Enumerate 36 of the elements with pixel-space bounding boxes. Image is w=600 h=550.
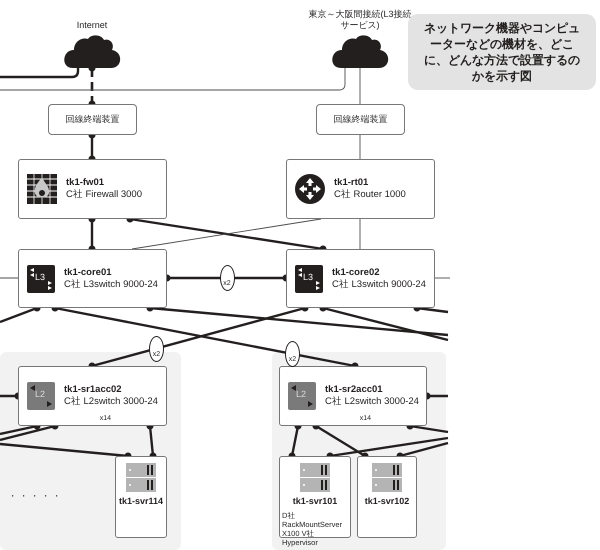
termination-device-box: 回線終端装置 [48, 104, 137, 135]
device-box [18, 366, 167, 426]
device-box [286, 249, 435, 308]
cable-line [132, 218, 322, 250]
server-name: tk1-svr102 [364, 496, 410, 507]
device-name: tk1-sr1acc02 [64, 384, 123, 396]
cable-line [0, 68, 346, 90]
cloud-label: Internet [76, 20, 108, 31]
device-model: C社 L3switch 9000-24 [64, 278, 158, 290]
device-model: C社 L2switch 3000-24 [64, 396, 158, 408]
device-box [18, 249, 167, 308]
device-model: C社 L2switch 3000-24 [325, 396, 419, 408]
server-name: tk1-svr114 [118, 496, 164, 507]
device-name: tk1-sr2acc01 [325, 384, 384, 396]
device-model: C社 Router 1000 [334, 189, 406, 201]
rack-area-panel [272, 352, 446, 550]
layer-text: L3 [303, 272, 314, 282]
termination-device-box: 回線終端装置 [316, 104, 405, 135]
device-model: C社 Firewall 3000 [66, 189, 142, 201]
device-name: tk1-core01 [64, 266, 113, 278]
device-name: tk1-fw01 [66, 177, 106, 189]
server-box [115, 456, 167, 538]
layer-text: L2 [35, 390, 46, 399]
device-name: tk1-rt01 [334, 177, 370, 189]
cable-line [0, 68, 80, 78]
server-name: tk1-svr101 [292, 496, 338, 507]
layer-text: L2 [296, 390, 306, 399]
device-name: tk1-core02 [332, 266, 381, 278]
server-box [357, 456, 417, 538]
ellipsis-text: ・・・・・ [8, 490, 63, 503]
device-box [286, 159, 435, 219]
device-box [279, 366, 427, 426]
rack-area-panel [0, 352, 181, 550]
device-model: C社 L3switch 9000-24 [332, 278, 426, 290]
layer-text: L3 [35, 272, 46, 282]
device-box [18, 159, 167, 219]
